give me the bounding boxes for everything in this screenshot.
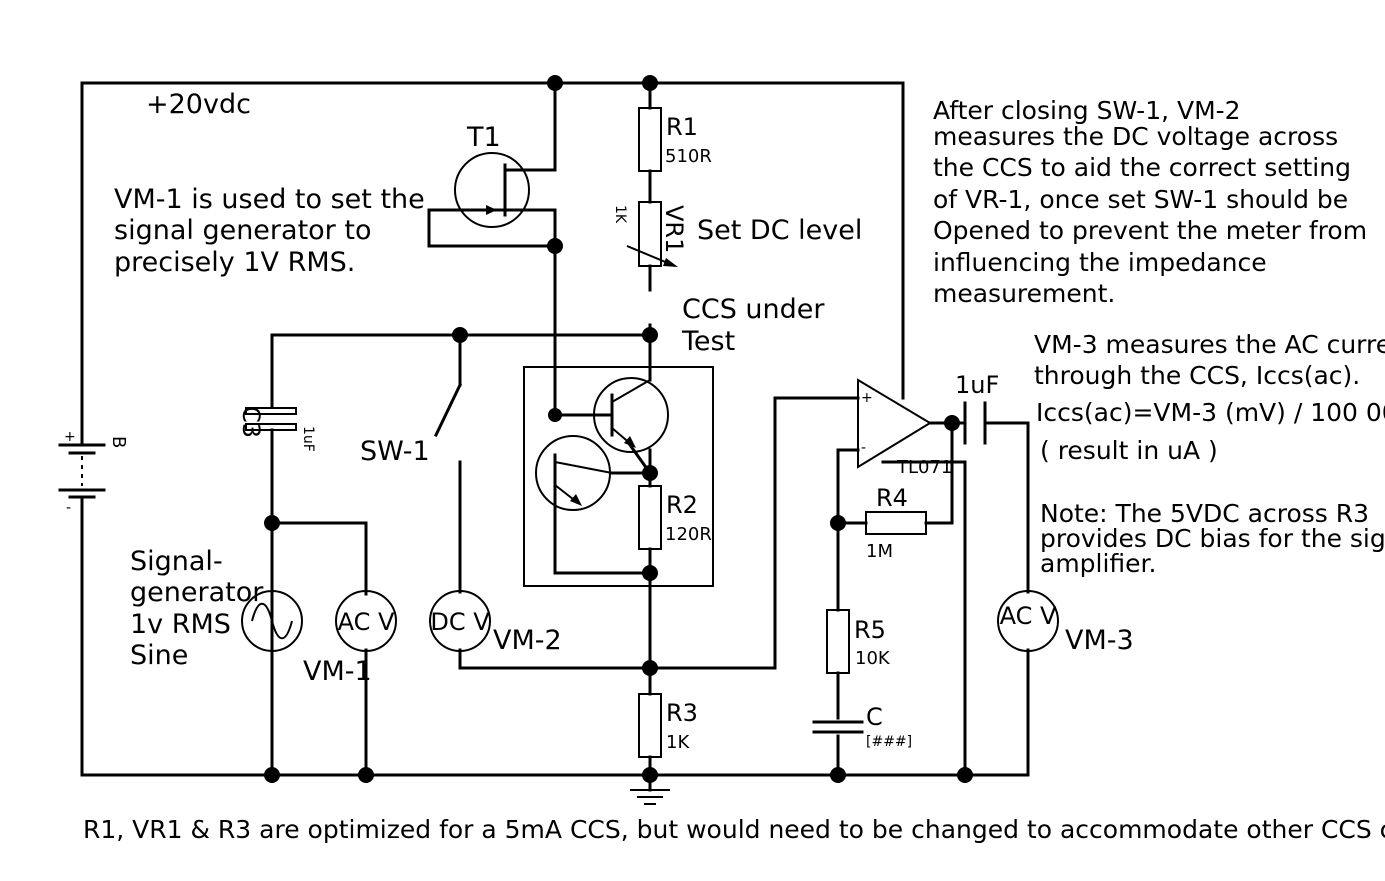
note-sw1-line: measurement.	[933, 279, 1115, 308]
c-name: C	[866, 703, 883, 731]
vm1-face: AC V	[338, 608, 395, 636]
resistor-r2: R2 120R	[638, 485, 712, 550]
resistor-r3: R3 1K	[638, 693, 698, 758]
transistor-t1: T1	[454, 122, 530, 228]
note-vm3-line: VM-3 measures the AC current	[1034, 330, 1385, 359]
meter-vm3: AC V VM-3	[997, 590, 1134, 656]
c-value: [###]	[866, 734, 912, 750]
battery-label: B	[108, 436, 129, 448]
vr1-value: 1K	[612, 205, 628, 224]
vr1-label: Set DC level	[697, 215, 862, 246]
generator-line3: 1v RMS	[130, 609, 231, 640]
ccs-label-line1: CCS under	[682, 294, 825, 325]
note-sw1-line: of VR-1, once set SW-1 should be	[933, 185, 1348, 214]
battery-b: + - B	[58, 429, 129, 516]
r2-name: R2	[666, 491, 698, 519]
ccs-under-test: CCS under Test	[523, 294, 825, 587]
generator-line2: generator	[130, 577, 264, 608]
signal-generator: Signal- generator 1v RMS Sine	[130, 546, 303, 671]
battery-plus: +	[64, 429, 76, 445]
opamp-minus: -	[861, 440, 866, 456]
opamp-tl071: + - TL071	[857, 378, 952, 478]
note-vm1-line: signal generator to	[114, 215, 371, 246]
c3-name: C3	[237, 406, 265, 438]
note-bias: Note: The 5VDC across R3 provides DC bia…	[1040, 499, 1385, 578]
generator-line4: Sine	[130, 640, 188, 671]
r1-name: R1	[666, 113, 698, 141]
r3-value: 1K	[666, 732, 690, 753]
note-vm1: VM-1 is used to set the signal generator…	[114, 184, 425, 278]
r3-name: R3	[666, 699, 698, 727]
note-vm1-line: VM-1 is used to set the	[114, 184, 425, 215]
resistor-r1: R1 510R	[638, 107, 712, 172]
c3-value: 1uF	[300, 426, 316, 452]
ground-symbol	[630, 789, 670, 805]
note-sw1-line: influencing the impedance	[933, 248, 1267, 277]
resistor-r5: R5 10K	[826, 609, 891, 674]
vm3-face: AC V	[1000, 602, 1057, 630]
note-bias-line: amplifier.	[1040, 549, 1157, 578]
generator-line1: Signal-	[130, 546, 223, 577]
note-vm3-line: Iccs(ac)=VM-3 (mV) / 100 000	[1036, 398, 1385, 427]
vm1-name: VM-1	[303, 656, 372, 687]
r4-name: R4	[876, 484, 908, 512]
note-sw1: After closing SW-1, VM-2 measures the DC…	[933, 96, 1367, 308]
note-vm3-line: ( result in uA )	[1040, 436, 1218, 465]
r1-value: 510R	[665, 146, 712, 167]
note-vm3-line: through the CCS, Iccs(ac).	[1034, 361, 1360, 390]
battery-minus: -	[66, 500, 71, 516]
opamp-name: TL071	[896, 457, 952, 478]
note-sw1-line: Opened to prevent the meter from	[933, 216, 1367, 245]
sw1-label: SW-1	[360, 436, 430, 467]
r2-value: 120R	[665, 524, 712, 545]
r5-value: 10K	[855, 648, 891, 669]
vr1-name: VR1	[660, 205, 688, 253]
capacitor-c3: C3 1uF	[237, 406, 316, 452]
ccs-label-line2: Test	[681, 326, 735, 357]
note-sw1-line: After closing SW-1, VM-2	[933, 96, 1241, 125]
opamp-plus: +	[861, 390, 873, 406]
note-bias-line: provides DC bias for the signal	[1040, 524, 1385, 553]
vm3-name: VM-3	[1065, 625, 1134, 656]
vm2-face: DC V	[430, 608, 490, 636]
r5-name: R5	[854, 616, 886, 644]
note-vm3: VM-3 measures the AC current through the…	[1034, 330, 1385, 465]
meter-vm2: DC V VM-2	[429, 590, 562, 656]
t1-label: T1	[466, 122, 501, 153]
note-vm1-line: precisely 1V RMS.	[114, 247, 355, 278]
capacitor-c: C [###]	[812, 703, 912, 750]
note-sw1-line: measures the DC voltage across	[933, 122, 1338, 151]
note-bias-line: Note: The 5VDC across R3	[1040, 499, 1369, 528]
note-sw1-line: the CCS to aid the correct setting	[933, 153, 1351, 182]
meter-vm1: AC V VM-1	[303, 590, 397, 687]
resistor-r4: R4 1M	[865, 484, 927, 562]
capacitor-output: 1uF	[955, 371, 999, 445]
supply-label: +20vdc	[146, 89, 251, 120]
potentiometer-vr1: VR1 1K Set DC level	[612, 201, 862, 267]
r4-value: 1M	[866, 541, 893, 562]
vm2-name: VM-2	[493, 625, 562, 656]
c-out-value: 1uF	[955, 371, 999, 399]
footer-note: R1, VR1 & R3 are optimized for a 5mA CCS…	[83, 815, 1385, 844]
junction-dots	[264, 75, 973, 783]
